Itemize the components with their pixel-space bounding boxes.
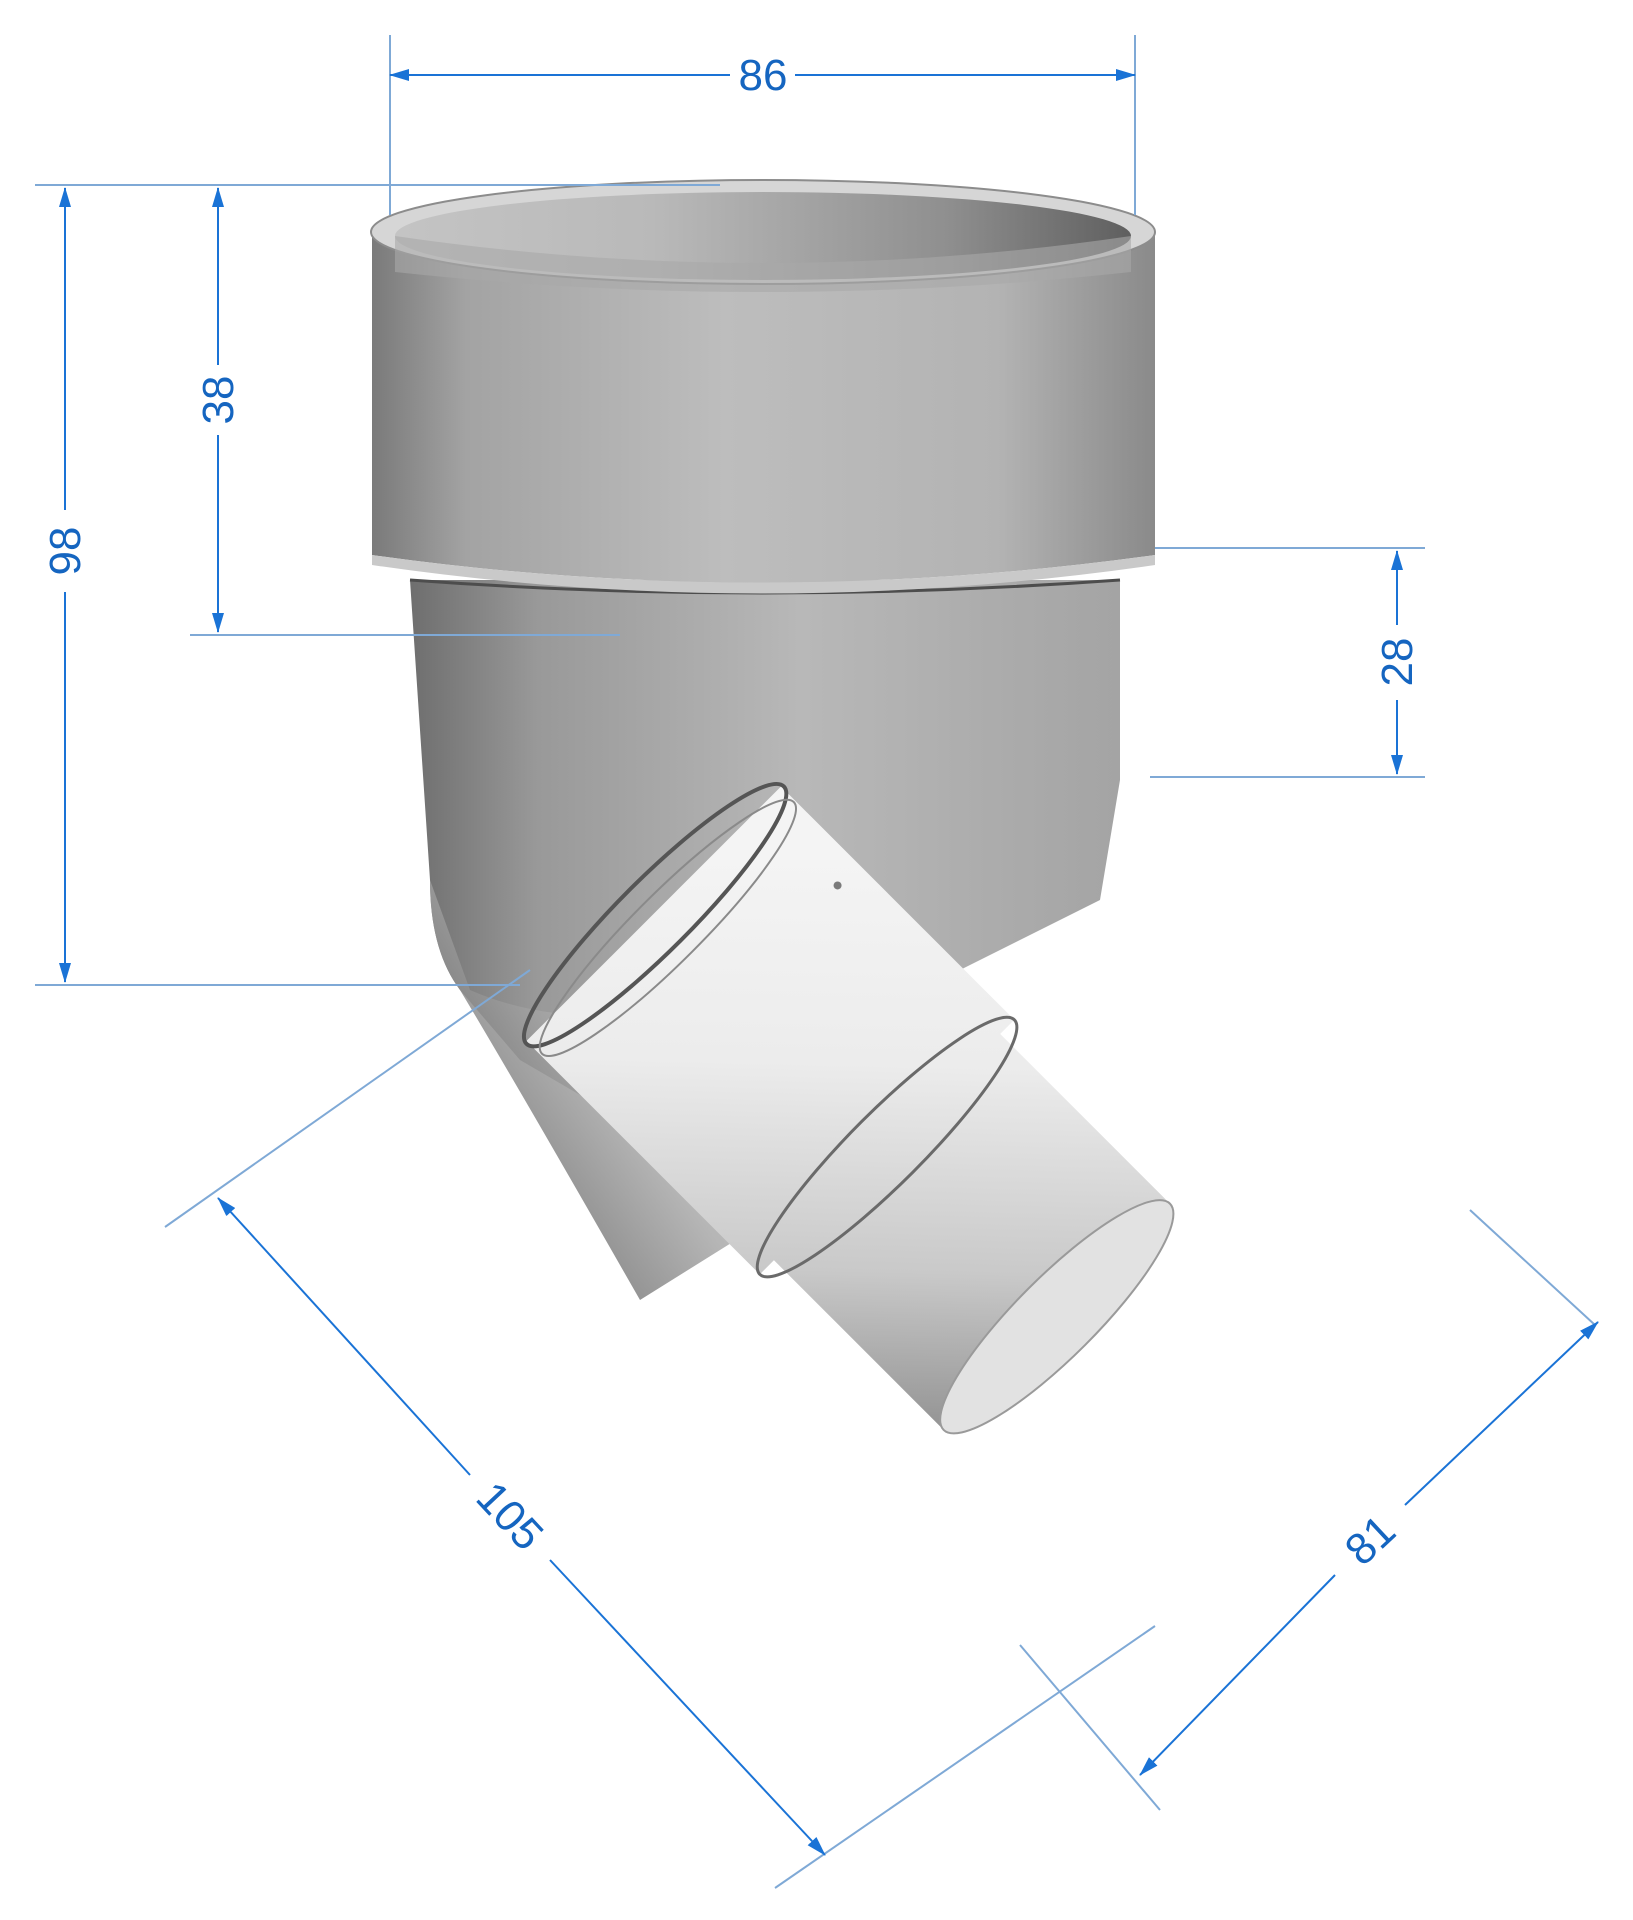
outlet-end [939, 1199, 1175, 1435]
dimension-lines [59, 69, 1599, 1856]
pipe-socket [372, 232, 1155, 583]
outlet-collar [526, 786, 1015, 1275]
dim-line-outlet-length-upper [217, 1197, 471, 1476]
dim-line-outlet-diameter-upper [1404, 1321, 1599, 1506]
pipe-elbow [370, 179, 1175, 1435]
dim-label-outlet-diameter: 81 [1336, 1506, 1405, 1575]
dim-label-socket-depth: 38 [194, 376, 243, 425]
dim-label-top-width: 86 [739, 51, 788, 100]
dim-line-outlet-length-lower [549, 1559, 826, 1856]
dim-label-total-height: 98 [41, 527, 90, 576]
dim-line-outlet-diameter-lower [1139, 1574, 1336, 1776]
dim-label-outlet-length: 105 [467, 1473, 553, 1560]
extension-lines [35, 35, 1596, 1889]
dim-label-bend-offset: 28 [1373, 638, 1422, 687]
